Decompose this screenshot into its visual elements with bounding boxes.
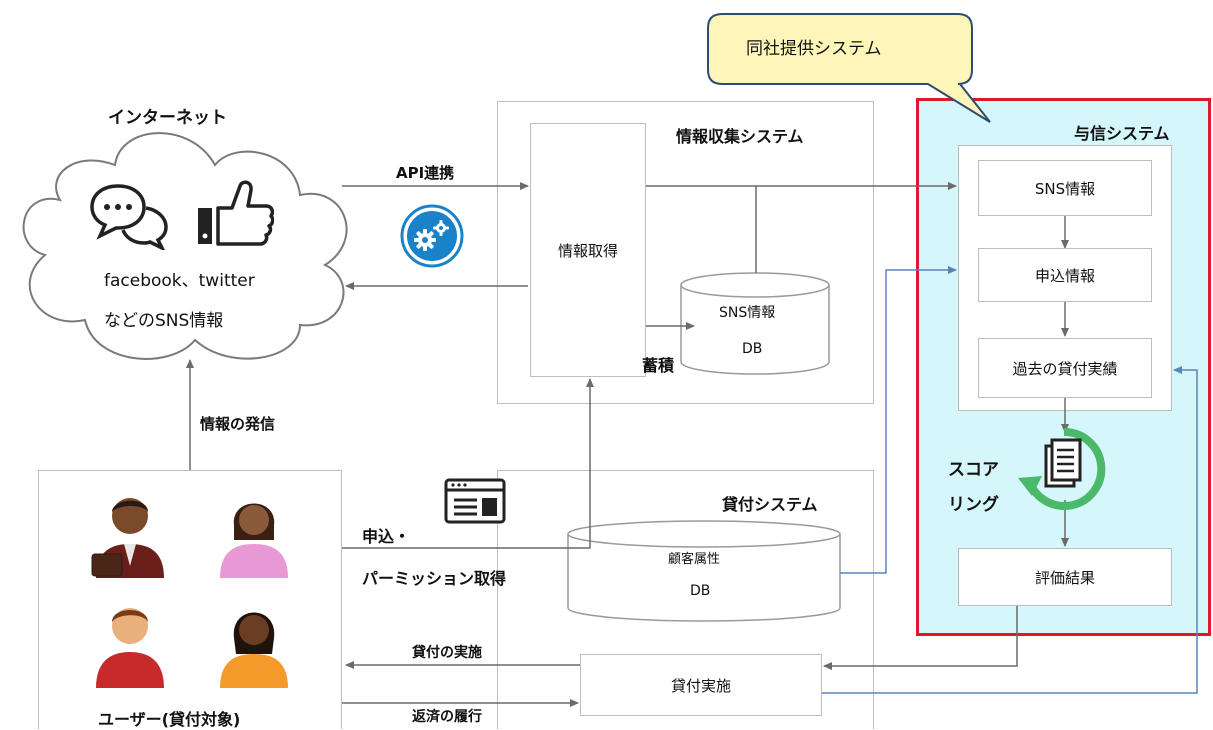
internet-text-line-1: facebook、twitter bbox=[104, 271, 255, 291]
web-form-icon bbox=[444, 478, 506, 524]
chat-bubbles-icon bbox=[90, 184, 168, 250]
users-title: ユーザー(貸付対象) bbox=[98, 710, 241, 729]
evaluation-result-label: 評価結果 bbox=[1034, 568, 1095, 587]
credit-sns-info-label: SNS情報 bbox=[1034, 179, 1096, 198]
callout-bubble bbox=[707, 13, 991, 123]
internet-text-line-2: などのSNS情報 bbox=[104, 311, 224, 331]
send-info-label: 情報の発信 bbox=[200, 415, 276, 433]
customer-db-suffix: DB bbox=[690, 583, 711, 599]
user-avatar-businessman-icon bbox=[91, 498, 164, 578]
callout-text: 同社提供システム bbox=[746, 39, 882, 59]
apply-label-line-1: 申込・ bbox=[362, 527, 411, 546]
gear-settings-icon bbox=[400, 204, 464, 268]
lending-system-title: 貸付システム bbox=[722, 495, 818, 514]
sns-db-name: SNS情報 bbox=[719, 305, 776, 321]
user-avatar-man-icon bbox=[96, 608, 164, 688]
credit-history-label: 過去の貸付実績 bbox=[1012, 359, 1118, 378]
user-avatar-woman-2-icon bbox=[220, 612, 288, 688]
scoring-document-cycle-icon bbox=[1018, 427, 1106, 510]
scoring-label-line-1: スコア bbox=[948, 460, 999, 480]
apply-label-line-2: パーミッション取得 bbox=[362, 569, 507, 588]
user-avatar-woman-icon bbox=[220, 503, 288, 578]
credit-application-label: 申込情報 bbox=[1034, 266, 1095, 285]
customer-db-name: 顧客属性 bbox=[668, 552, 721, 567]
api-link-label: API連携 bbox=[396, 164, 455, 182]
info-collection-title: 情報収集システム bbox=[676, 127, 804, 146]
credit-system-title: 与信システム bbox=[1074, 124, 1170, 143]
store-label: 蓄積 bbox=[642, 356, 675, 375]
customer-db-cylinder bbox=[567, 520, 841, 622]
info-acquire-box: 情報取得 bbox=[530, 123, 646, 377]
evaluation-result-box: 評価結果 bbox=[958, 548, 1172, 606]
credit-sns-info-box: SNS情報 bbox=[978, 160, 1152, 216]
loan-execute-box: 貸付実施 bbox=[580, 654, 822, 716]
sns-db-suffix: DB bbox=[742, 341, 763, 357]
scoring-label-line-2: リング bbox=[948, 495, 999, 515]
credit-history-box: 過去の貸付実績 bbox=[978, 338, 1152, 398]
sns-db-cylinder bbox=[680, 272, 830, 375]
loan-execute-label: 貸付実施 bbox=[670, 676, 731, 695]
repay-flow-label: 返済の履行 bbox=[412, 709, 482, 725]
info-acquire-label: 情報取得 bbox=[557, 241, 618, 260]
internet-title: インターネット bbox=[108, 108, 227, 128]
loan-exec-flow-label: 貸付の実施 bbox=[412, 645, 482, 661]
credit-application-box: 申込情報 bbox=[978, 248, 1152, 302]
like-thumbs-up-icon bbox=[198, 180, 274, 246]
users-box bbox=[38, 470, 342, 729]
